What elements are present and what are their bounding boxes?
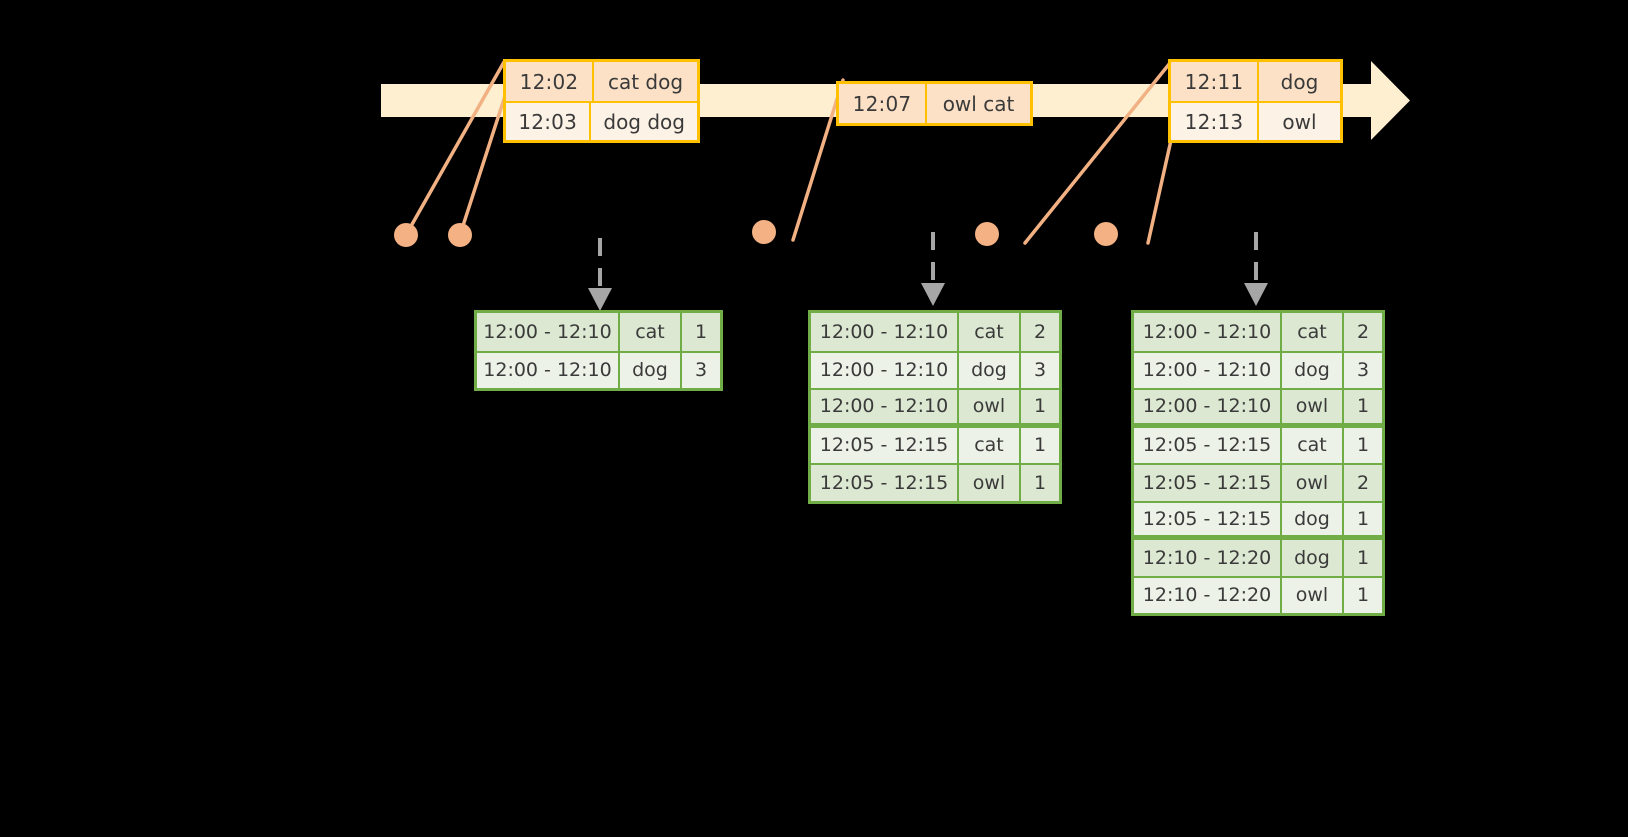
event-row: 12:13 owl xyxy=(1171,101,1340,140)
event-marker-dots xyxy=(394,220,1118,247)
count-cell: 2 xyxy=(1033,320,1047,343)
word-cell: owl xyxy=(1282,577,1344,613)
event-row: 12:07 owl cat xyxy=(839,84,1030,123)
word-cell: dog xyxy=(959,352,1021,388)
count-cell: 1 xyxy=(1033,434,1047,457)
event-words: cat dog xyxy=(607,69,684,94)
table-row: 12:00 - 12:10 cat 1 xyxy=(477,313,720,351)
count-cell: 3 xyxy=(694,359,708,382)
word-cell: dog xyxy=(1282,502,1344,535)
count-cell: 1 xyxy=(1033,395,1047,418)
event-words: owl cat xyxy=(942,91,1015,116)
word-cell: dog xyxy=(620,352,682,388)
event-group-3: 12:11 dog 12:13 owl xyxy=(1168,59,1343,143)
window-cell: 12:05 - 12:15 xyxy=(811,427,959,463)
word-cell: owl xyxy=(959,465,1021,501)
table-row: 12:00 - 12:10 dog 3 xyxy=(811,350,1059,388)
word-cell: cat xyxy=(1282,313,1344,351)
table-row: 12:05 - 12:15 cat 1 xyxy=(1134,425,1382,463)
event-group-1: 12:02 cat dog 12:03 dog dog xyxy=(503,59,700,143)
event-row: 12:03 dog dog xyxy=(506,101,697,140)
count-cell: 1 xyxy=(694,320,708,343)
event-time: 12:13 xyxy=(1171,103,1259,140)
event-time: 12:11 xyxy=(1171,62,1259,101)
dashed-arrow xyxy=(588,238,612,311)
window-cell: 12:10 - 12:20 xyxy=(1134,577,1282,613)
count-cell: 2 xyxy=(1356,471,1370,494)
window-cell: 12:00 - 12:10 xyxy=(1134,352,1282,388)
word-cell: cat xyxy=(959,313,1021,351)
window-cell: 12:00 - 12:10 xyxy=(1134,313,1282,351)
event-dot xyxy=(975,222,999,246)
event-words: dog dog xyxy=(603,109,685,134)
table-row: 12:00 - 12:10 owl 1 xyxy=(1134,388,1382,426)
window-cell: 12:00 - 12:10 xyxy=(1134,390,1282,423)
result-table-1: 12:00 - 12:10 cat 1 12:00 - 12:10 dog 3 xyxy=(474,310,723,391)
event-time: 12:03 xyxy=(506,103,592,140)
window-cell: 12:05 - 12:15 xyxy=(811,465,959,501)
count-cell: 1 xyxy=(1356,584,1370,607)
word-cell: cat xyxy=(1282,427,1344,463)
count-cell: 1 xyxy=(1356,507,1370,530)
event-group-2: 12:07 owl cat xyxy=(836,81,1033,126)
table-row: 12:00 - 12:10 dog 3 xyxy=(477,350,720,388)
count-cell: 3 xyxy=(1033,359,1047,382)
dashed-arrow xyxy=(1244,232,1268,306)
event-row: 12:02 cat dog xyxy=(506,62,697,101)
event-dot xyxy=(1094,222,1118,246)
table-row: 12:10 - 12:20 dog 1 xyxy=(1134,538,1382,576)
event-words: dog xyxy=(1280,69,1319,94)
word-cell: dog xyxy=(1282,352,1344,388)
window-cell: 12:10 - 12:20 xyxy=(1134,540,1282,576)
count-cell: 1 xyxy=(1356,546,1370,569)
count-cell: 1 xyxy=(1356,395,1370,418)
window-cell: 12:00 - 12:10 xyxy=(811,390,959,423)
word-cell: owl xyxy=(959,390,1021,423)
count-cell: 1 xyxy=(1033,471,1047,494)
event-dot xyxy=(752,220,776,244)
window-cell: 12:00 - 12:10 xyxy=(811,313,959,351)
table-row: 12:10 - 12:20 owl 1 xyxy=(1134,575,1382,613)
word-cell: dog xyxy=(1282,540,1344,576)
event-row: 12:11 dog xyxy=(1171,62,1340,101)
result-table-3: 12:00 - 12:10 cat 2 12:00 - 12:10 dog 3 … xyxy=(1131,310,1385,616)
event-dot xyxy=(448,223,472,247)
count-cell: 2 xyxy=(1356,320,1370,343)
event-dot xyxy=(394,223,418,247)
window-cell: 12:00 - 12:10 xyxy=(811,352,959,388)
table-row: 12:05 - 12:15 dog 1 xyxy=(1134,500,1382,538)
window-cell: 12:00 - 12:10 xyxy=(477,352,620,388)
event-time: 12:02 xyxy=(506,62,594,101)
count-cell: 1 xyxy=(1356,434,1370,457)
table-row: 12:05 - 12:15 cat 1 xyxy=(811,425,1059,463)
word-cell: owl xyxy=(1282,465,1344,501)
event-words: owl xyxy=(1282,109,1317,134)
event-time: 12:07 xyxy=(839,84,927,123)
table-row: 12:00 - 12:10 dog 3 xyxy=(1134,350,1382,388)
count-cell: 3 xyxy=(1356,359,1370,382)
word-cell: cat xyxy=(959,427,1021,463)
table-row: 12:00 - 12:10 owl 1 xyxy=(811,388,1059,426)
word-cell: cat xyxy=(620,313,682,351)
window-cell: 12:05 - 12:15 xyxy=(1134,465,1282,501)
dashed-arrow xyxy=(921,232,945,306)
window-cell: 12:00 - 12:10 xyxy=(477,313,620,351)
table-row: 12:00 - 12:10 cat 2 xyxy=(1134,313,1382,351)
word-cell: owl xyxy=(1282,390,1344,423)
table-row: 12:05 - 12:15 owl 1 xyxy=(811,463,1059,501)
window-cell: 12:05 - 12:15 xyxy=(1134,502,1282,535)
window-cell: 12:05 - 12:15 xyxy=(1134,427,1282,463)
table-row: 12:00 - 12:10 cat 2 xyxy=(811,313,1059,351)
dashed-flow-arrows xyxy=(588,232,1268,311)
table-row: 12:05 - 12:15 owl 2 xyxy=(1134,463,1382,501)
result-table-2: 12:00 - 12:10 cat 2 12:00 - 12:10 dog 3 … xyxy=(808,310,1062,504)
